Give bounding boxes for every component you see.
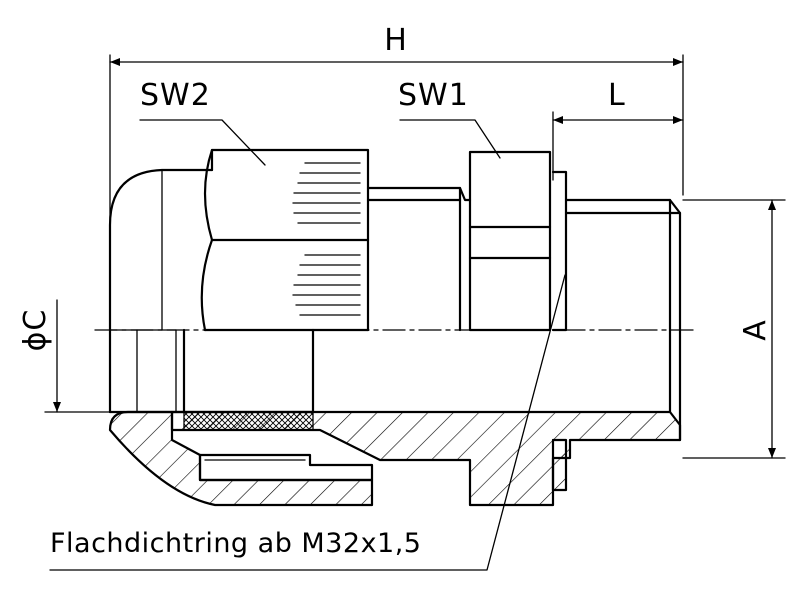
seal-insert bbox=[183, 411, 314, 431]
sw2-grooves bbox=[292, 162, 361, 316]
label-sw1: SW1 bbox=[398, 78, 469, 113]
section-cut bbox=[108, 410, 682, 507]
label-l: L bbox=[608, 78, 626, 113]
label-sw2: SW2 bbox=[140, 78, 211, 113]
extension-lines bbox=[44, 54, 786, 459]
dimension-lines bbox=[53, 58, 776, 459]
label-diameter-c: ϕC bbox=[18, 309, 53, 352]
label-h: H bbox=[384, 23, 408, 58]
callout-flat-sealing-ring: Flachdichtring ab M32x1,5 bbox=[50, 528, 422, 559]
label-a: A bbox=[738, 319, 773, 341]
gland-outline bbox=[108, 148, 682, 442]
